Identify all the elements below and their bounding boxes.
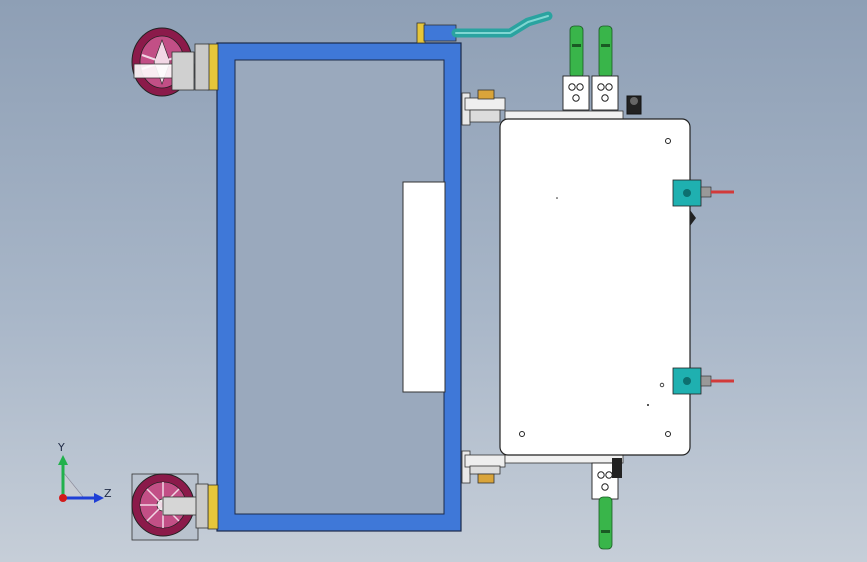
x-axis-origin (59, 494, 67, 502)
push-handle[interactable] (416, 11, 553, 44)
axis-triad-plane (62, 471, 85, 499)
cart-frame[interactable] (207, 42, 471, 532)
bottom-wheel-mount (207, 484, 219, 530)
inner-slab (402, 181, 446, 393)
caster-wheel-bottom[interactable] (131, 473, 209, 541)
mounting-plate[interactable] (499, 118, 696, 456)
top-wheel-mount (207, 43, 219, 91)
pipe-top-left[interactable] (562, 25, 590, 111)
valve-upper[interactable] (672, 179, 734, 207)
axis-triad (58, 455, 104, 503)
pipe-bottom[interactable] (591, 458, 622, 550)
pipe-top-right[interactable] (591, 25, 619, 111)
frame-brackets (464, 89, 624, 484)
valve-lower[interactable] (672, 367, 734, 395)
gauge-knob[interactable] (626, 95, 642, 115)
z-axis-label: Z (104, 487, 112, 500)
caster-wheel-top[interactable] (131, 27, 210, 97)
y-axis-label: Y (58, 441, 65, 454)
